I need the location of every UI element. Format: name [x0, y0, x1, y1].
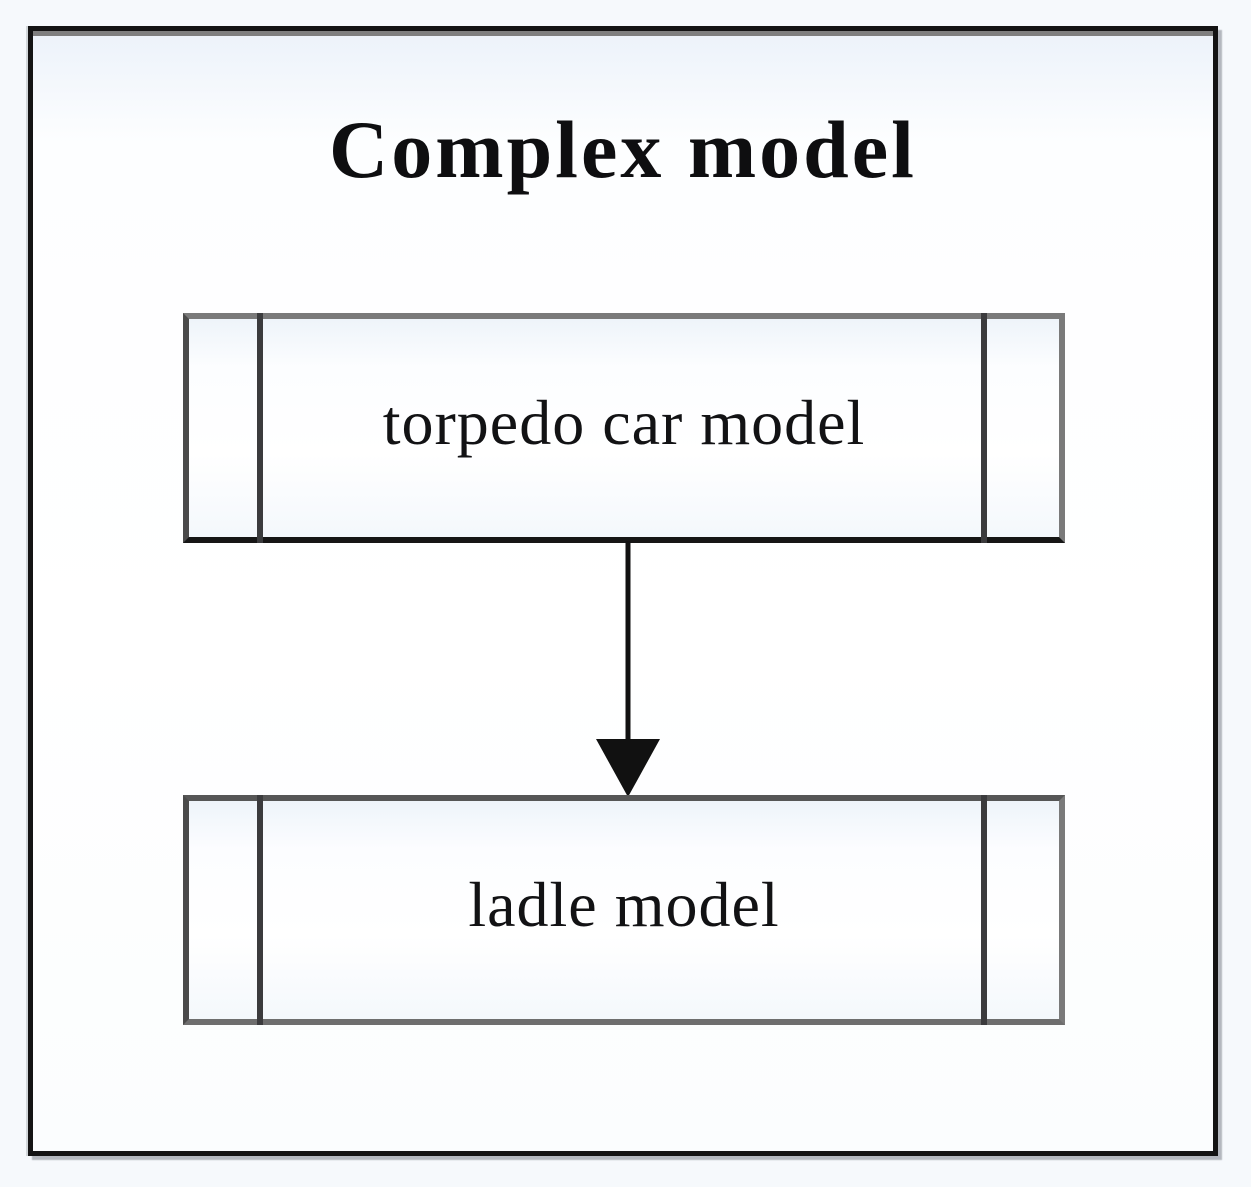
process-right-bar: [981, 795, 987, 1025]
node-ladle-model: ladle model: [183, 795, 1065, 1025]
diagram-title: Complex model: [329, 104, 917, 195]
node-label-ladle-model: ladle model: [468, 869, 780, 940]
arrow-down-connector: [596, 541, 660, 797]
process-left-bar: [257, 313, 263, 543]
process-right-bar: [981, 313, 987, 543]
arrowhead-icon: [596, 739, 660, 797]
node-torpedo-car-model: torpedo car model: [183, 313, 1065, 543]
process-left-bar: [257, 795, 263, 1025]
node-label-torpedo-car-model: torpedo car model: [382, 387, 866, 458]
